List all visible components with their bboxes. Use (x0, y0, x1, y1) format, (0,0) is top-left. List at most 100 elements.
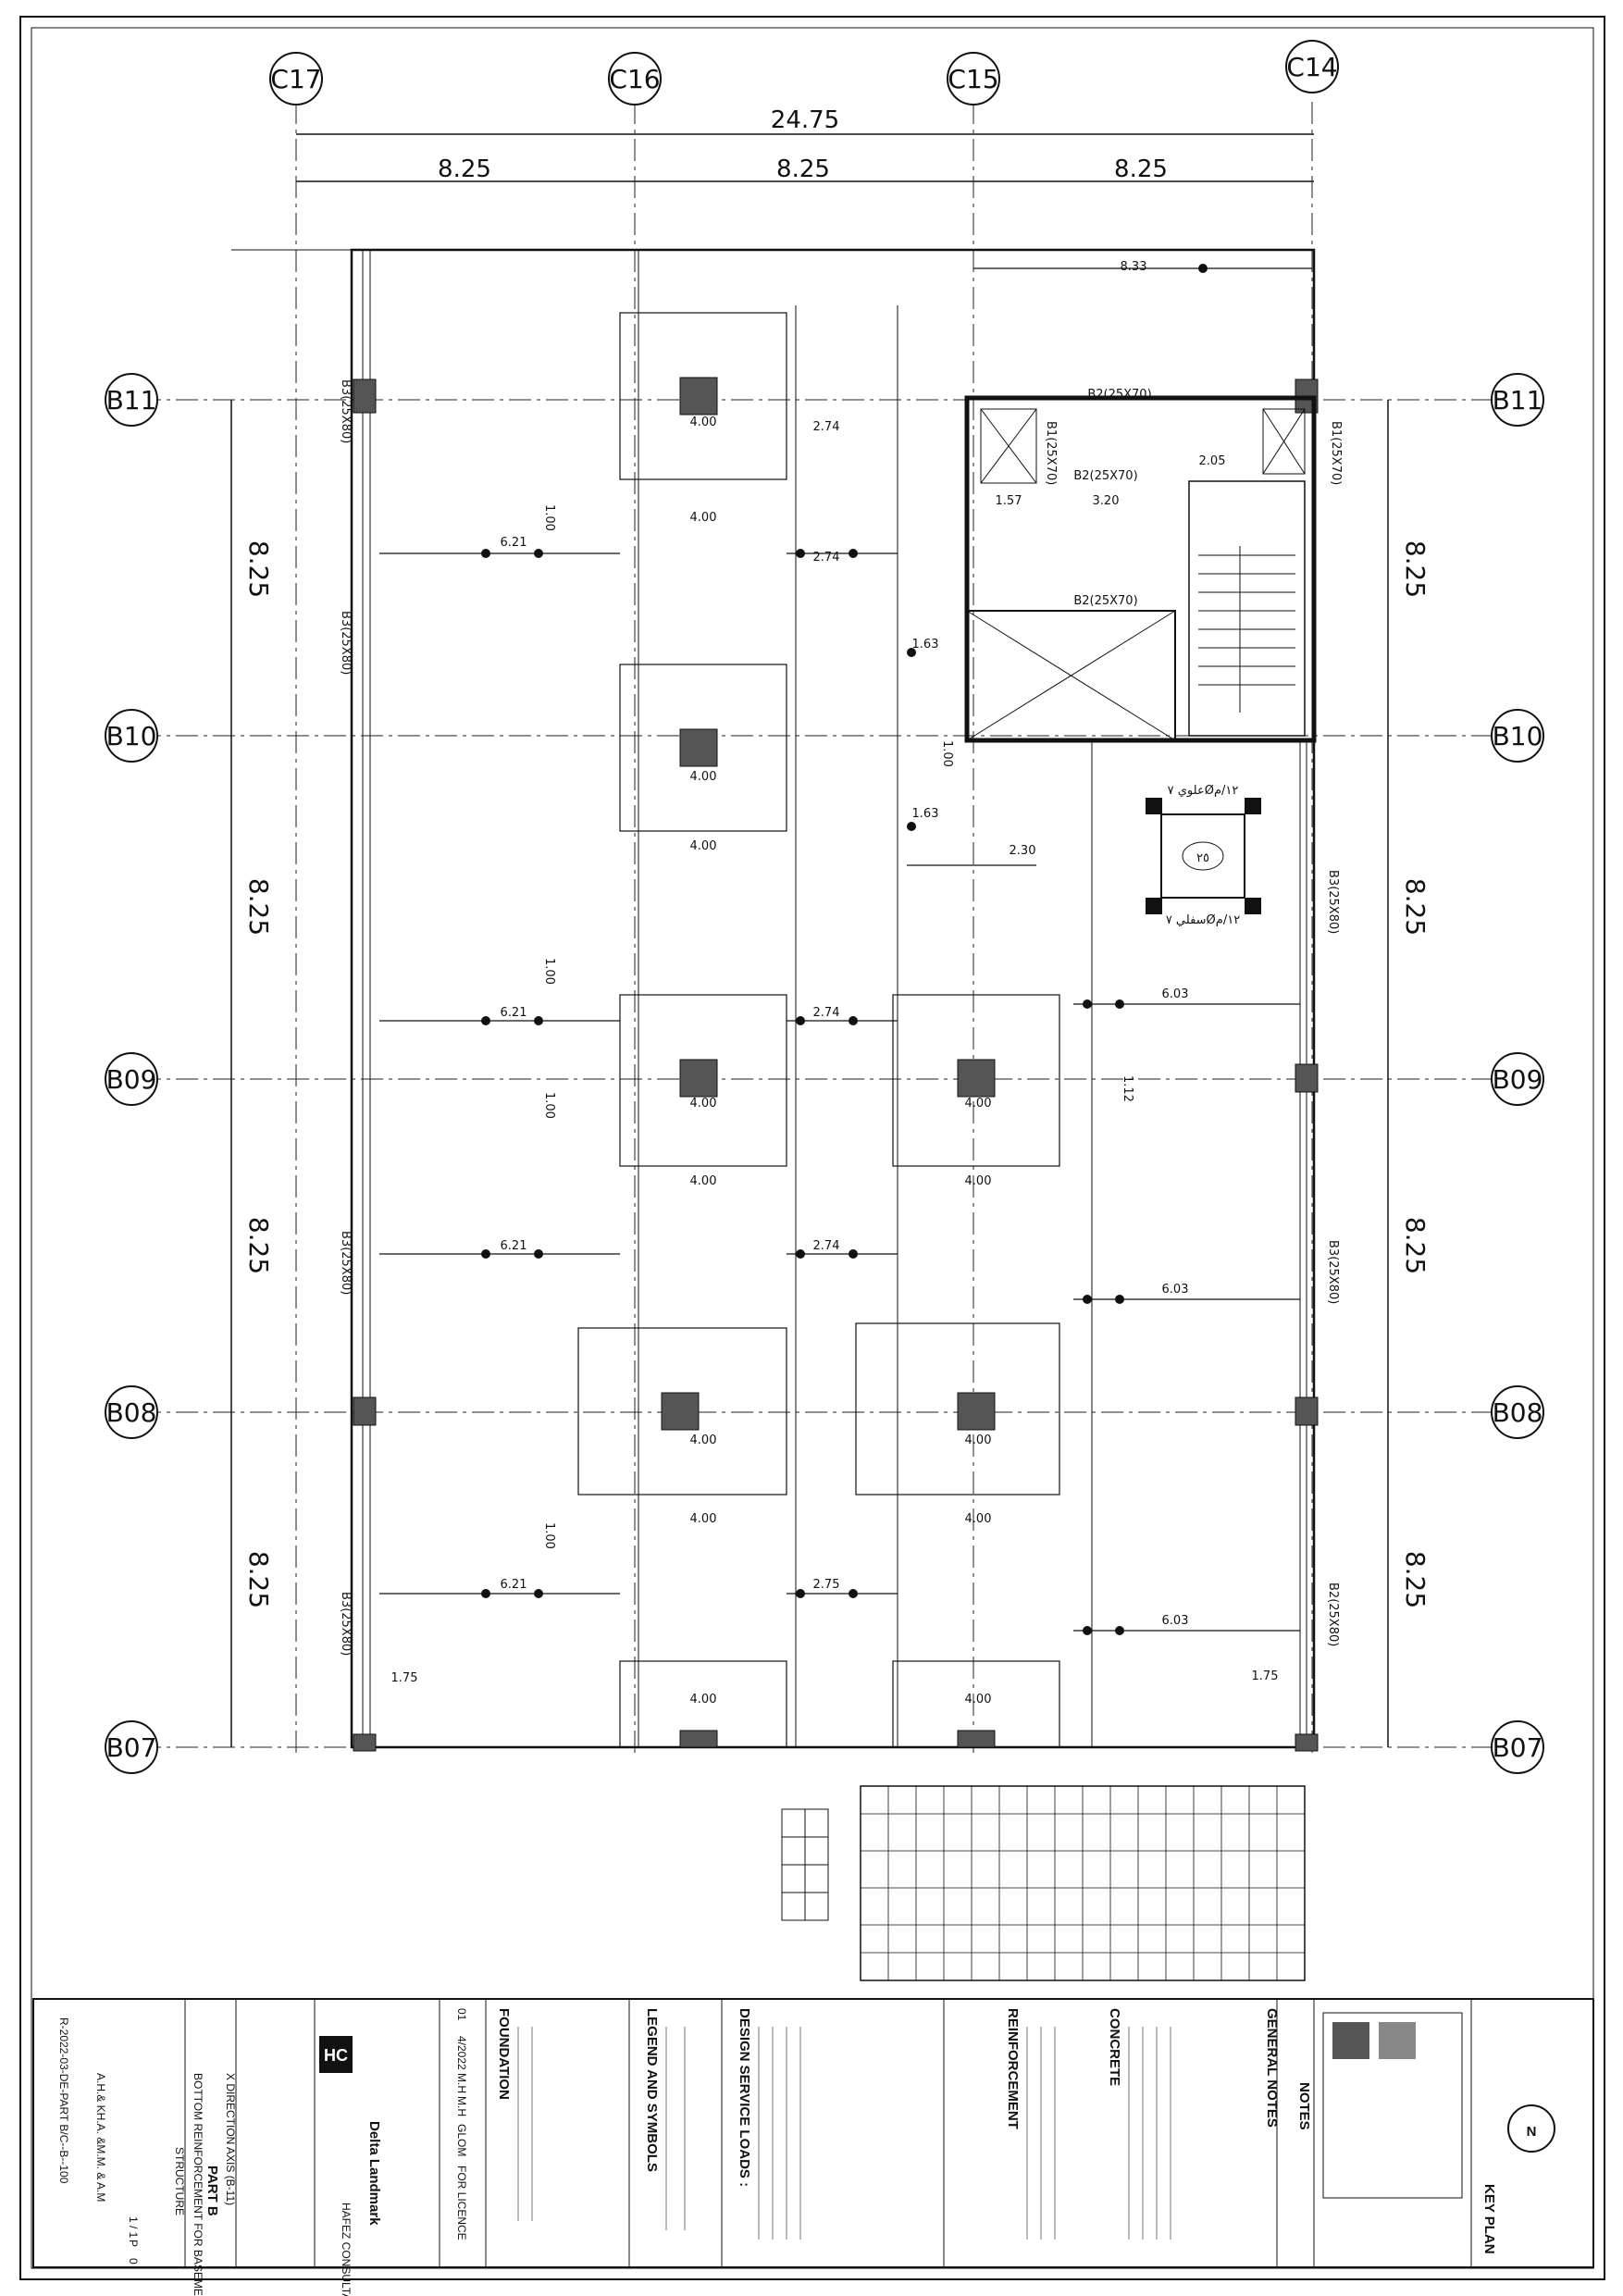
panel-dim-6: 4.00 (690, 1174, 717, 1188)
revision-app: GLOM (455, 2124, 468, 2156)
spacing-2-74-d: 2.74 (813, 1239, 840, 1253)
general-notes-heading: GENERAL NOTES (1264, 2008, 1280, 2128)
row-dim-left-1: 8.25 (243, 540, 274, 598)
row-dim-left-4: 8.25 (243, 1551, 274, 1608)
beam-label-3: B3(25X80) (339, 1231, 353, 1295)
beam-label-core-4: B1(25X70) (1044, 421, 1058, 485)
spacing-6-21-d: 6.21 (501, 1578, 527, 1592)
spacing-2-05: 2.05 (1199, 454, 1226, 468)
panel-dim-5: 4.00 (690, 1097, 717, 1111)
panel-dim-4: 4.00 (690, 839, 717, 853)
spacing-1-00-d: 1.00 (542, 1522, 556, 1549)
spacing-1-75-b: 1.75 (1252, 1669, 1279, 1683)
panel-dim-3: 4.00 (690, 770, 717, 784)
beam-label-core-1: B2(25X70) (1073, 469, 1137, 483)
row-dim-right-3: 8.25 (1400, 1217, 1431, 1274)
reinforcement-detail: ٢٥ علوي ٧Ø١٢/م سفلي ٧Ø١٢/م (1146, 784, 1261, 927)
foundation-heading: FOUNDATION (496, 2008, 512, 2100)
beam-label-7: B2(25X80) (1326, 1582, 1340, 1646)
beam-label-4: B3(25X80) (339, 1592, 353, 1656)
spacing-1-57: 1.57 (996, 494, 1022, 508)
core-area (964, 395, 1317, 743)
spacing-1-00-b: 1.00 (542, 958, 556, 985)
row-dim-right-1: 8.25 (1400, 540, 1431, 598)
svg-text:HC: HC (324, 2046, 348, 2065)
designed-by: A.H.& KH.A. &M.M. & A.M (94, 2073, 107, 2202)
panel-dim-1: 4.00 (690, 416, 717, 429)
drawing-title-3: X DIRECTION AXIS (B-11) (224, 2073, 237, 2205)
panel-dim-7: 4.00 (690, 1433, 717, 1447)
col-dimension-2: 8.25 (776, 155, 830, 183)
detail-top-note: علوي ٧Ø١٢/م (1168, 784, 1239, 798)
dimension-8-33: 8.33 (1121, 260, 1147, 274)
consultant-name: HAFEZ CONSULTANTS (340, 2203, 353, 2296)
spacing-2-75: 2.75 (813, 1578, 840, 1592)
legend-heading: LEGEND AND SYMBOLS (644, 2008, 660, 2172)
spacing-1-63-b: 1.63 (912, 807, 939, 821)
reinforcement-dots (481, 264, 1208, 1635)
spacing-1-00-e: 1.00 (940, 740, 954, 767)
key-plan-title: KEY PLAN (1481, 2184, 1497, 2254)
beam-label-core-2: B2(25X70) (1073, 594, 1137, 608)
row-bubble-b11-right: B11 (1493, 385, 1543, 416)
scale: 1 / 1 (127, 2216, 140, 2239)
drawing-title-1: PART B (204, 2166, 220, 2216)
row-bubble-b08-left: B08 (106, 1397, 157, 1428)
stage: P (127, 2240, 140, 2247)
panel-dim-10: 4.00 (965, 1097, 992, 1111)
panel-dim-9: 4.00 (690, 1693, 717, 1706)
col-dimension-1: 8.25 (438, 155, 491, 183)
row-bubble-b11-left: B11 (106, 385, 157, 416)
row-bubble-b10-right: B10 (1493, 721, 1543, 751)
beam-label-1: B3(25X80) (339, 379, 353, 443)
bar-schedule (781, 1785, 1306, 1981)
spacing-6-03-a: 6.03 (1162, 987, 1189, 1001)
column-bubble-c14: C14 (1286, 52, 1337, 82)
revision-no: 01 (455, 2008, 468, 2021)
beam-label-2: B3(25X80) (339, 611, 353, 675)
spacing-2-74-c: 2.74 (813, 1006, 840, 1020)
outer-border (19, 16, 1605, 2280)
revision-desc: FOR LICENCE (455, 2166, 468, 2240)
beam-lines (362, 250, 1307, 1747)
row-bubble-b09-right: B09 (1493, 1064, 1543, 1095)
note-text-lines (517, 2027, 1171, 2240)
grid-columns (353, 379, 1319, 1752)
spacing-2-74-b: 2.74 (813, 551, 840, 565)
spacing-1-00-a: 1.00 (542, 504, 556, 531)
reinforcement-heading: REINFORCEMENT (1005, 2008, 1021, 2129)
total-dimension: 24.75 (771, 106, 839, 134)
column-bubble-c17: C17 (270, 64, 321, 94)
row-bubble-b07-left: B07 (106, 1732, 157, 1763)
drawing-number: R-2022-03-DE-PART B/C--B--100 (57, 2017, 70, 2184)
svg-text:N: N (1527, 2124, 1537, 2140)
footing-panels (577, 312, 1060, 1748)
revision: 0 (127, 2258, 140, 2265)
reinforcement-lines (379, 267, 1312, 1632)
column-bubble-c15: C15 (948, 64, 998, 94)
revision-chk: M.H (455, 2096, 468, 2116)
revision-date: 4/2022 (455, 2036, 468, 2070)
row-dim-left-2: 8.25 (243, 878, 274, 936)
panel-dim-2: 4.00 (690, 511, 717, 525)
project-name: Delta Landmark (366, 2121, 382, 2226)
spacing-6-21-c: 6.21 (501, 1239, 527, 1253)
inner-border (31, 27, 1594, 2269)
beam-label-core-5: B1(25X70) (1329, 421, 1343, 485)
spacing-3-20: 3.20 (1093, 494, 1120, 508)
row-dim-left-3: 8.25 (243, 1217, 274, 1274)
col-dimension-3: 8.25 (1114, 155, 1168, 183)
beam-label-5: B3(25X80) (1326, 870, 1340, 934)
panel-dimensions: 4.00 4.00 4.00 4.00 4.00 4.00 4.00 4.00 … (690, 416, 992, 1706)
drawing-title-2: BOTTOM REINFORCEMENT FOR BASEMENT SLAB (192, 2073, 204, 2296)
beam-label-core-3: B2(25X70) (1087, 388, 1151, 402)
spacing-labels: 6.21 6.21 6.21 6.21 2.74 2.74 2.74 2.74 … (391, 260, 1279, 1685)
panel-dim-11: 4.00 (965, 1174, 992, 1188)
spacing-1-00-c: 1.00 (542, 1092, 556, 1119)
row-dim-right-2: 8.25 (1400, 878, 1431, 936)
panel-dim-14: 4.00 (965, 1693, 992, 1706)
row-bubble-b08-right: B08 (1493, 1397, 1543, 1428)
notes-title: NOTES (1296, 2082, 1312, 2130)
spacing-1-63-a: 1.63 (912, 638, 939, 652)
revision-by: M.H (455, 2073, 468, 2093)
